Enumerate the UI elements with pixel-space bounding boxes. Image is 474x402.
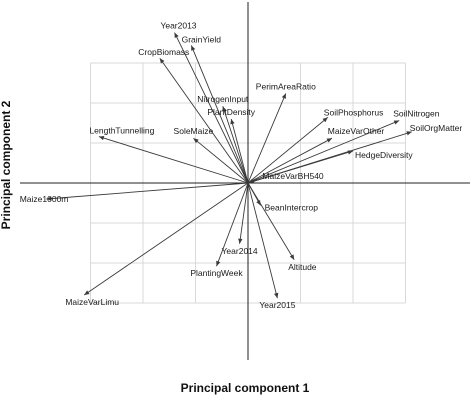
vector-maize1000m (46, 182, 249, 200)
vector-altitude (247, 182, 295, 261)
vector-plantingweek (216, 182, 249, 267)
label-soilphosphorus: SoilPhosphorus (324, 107, 384, 117)
loading-labels: Year2013GrainYieldCropBiomassNitrogenInp… (20, 21, 463, 311)
arrowhead-perimarearatio (281, 93, 286, 99)
label-year2014: Year2014 (222, 246, 258, 256)
label-year2013: Year2013 (160, 21, 196, 31)
arrowhead-plantdensity (230, 119, 235, 125)
label-plantdensity: PlantDensity (207, 107, 255, 117)
arrowhead-plantingweek (216, 260, 221, 267)
label-cropbiomass: CropBiomass (138, 47, 189, 57)
arrowhead-year2013 (174, 32, 179, 39)
arrowhead-cropbiomass (159, 58, 165, 64)
vector-year2014 (239, 182, 249, 244)
arrowhead-lengthtunnelling (98, 135, 105, 141)
arrowhead-year2015 (274, 292, 279, 299)
x-axis-title: Principal component 1 (181, 381, 310, 395)
vector-maizevarother (247, 137, 333, 184)
arrowhead-soilnitrogen (393, 120, 400, 125)
vector-nitrogeninput (222, 106, 249, 184)
label-soilnitrogen: SoilNitrogen (393, 109, 440, 119)
arrowhead-maize1000m (46, 196, 52, 201)
y-axis-title: Principal component 2 (0, 100, 13, 229)
vector-lengthtunnelling (98, 136, 249, 184)
vector-cropbiomass (159, 57, 249, 184)
loading-vectors (46, 32, 412, 299)
vector-solemaize (193, 137, 249, 184)
arrowhead-altitude (289, 254, 295, 260)
label-solemaize: SoleMaize (174, 126, 214, 136)
vector-year2015 (247, 182, 278, 299)
label-perimarearatio: PerimAreaRatio (256, 81, 316, 91)
label-nitrogeninput: NitrogenInput (197, 94, 249, 104)
label-year2015: Year2015 (259, 300, 295, 310)
vector-plantdensity (230, 118, 249, 184)
label-maizevarbh540: MaizeVarBH540 (262, 171, 324, 181)
label-plantingweek: PlantingWeek (190, 268, 243, 278)
vector-perimarearatio (247, 93, 287, 184)
label-maize1000m: Maize1000m (20, 194, 69, 204)
label-grainyield: GrainYield (182, 34, 222, 44)
label-altitude: Altitude (288, 262, 317, 272)
vector-year2013 (174, 32, 249, 184)
label-maizevarother: MaizeVarOther (328, 126, 385, 136)
arrowhead-soilphosphorus (322, 117, 328, 123)
label-beanintercrop: BeanIntercrop (265, 202, 319, 212)
label-soilorgmatter: SoilOrgMatter (410, 123, 463, 133)
arrowhead-year2014 (238, 238, 243, 244)
label-hedgediversity: HedgeDiversity (355, 150, 413, 160)
label-lengthtunnelling: LengthTunnelling (89, 126, 154, 136)
arrowhead-solemaize (193, 138, 199, 144)
vector-hedgediversity (247, 150, 354, 184)
vector-soilphosphorus (247, 117, 329, 184)
arrowhead-nitrogeninput (222, 106, 227, 112)
arrowhead-soilorgmatter (406, 131, 412, 136)
label-maizevarlimu: MaizeVarLimu (65, 297, 119, 307)
arrowhead-maizevarother (326, 138, 332, 143)
vector-grainyield (190, 45, 249, 184)
arrowhead-grainyield (191, 45, 196, 51)
arrowhead-maizevarbh540 (250, 179, 257, 184)
arrowhead-hedgediversity (347, 150, 353, 155)
vector-maizevarlimu (83, 182, 249, 296)
vector-soilnitrogen (247, 120, 400, 184)
arrowhead-maizevarlimu (84, 290, 90, 295)
